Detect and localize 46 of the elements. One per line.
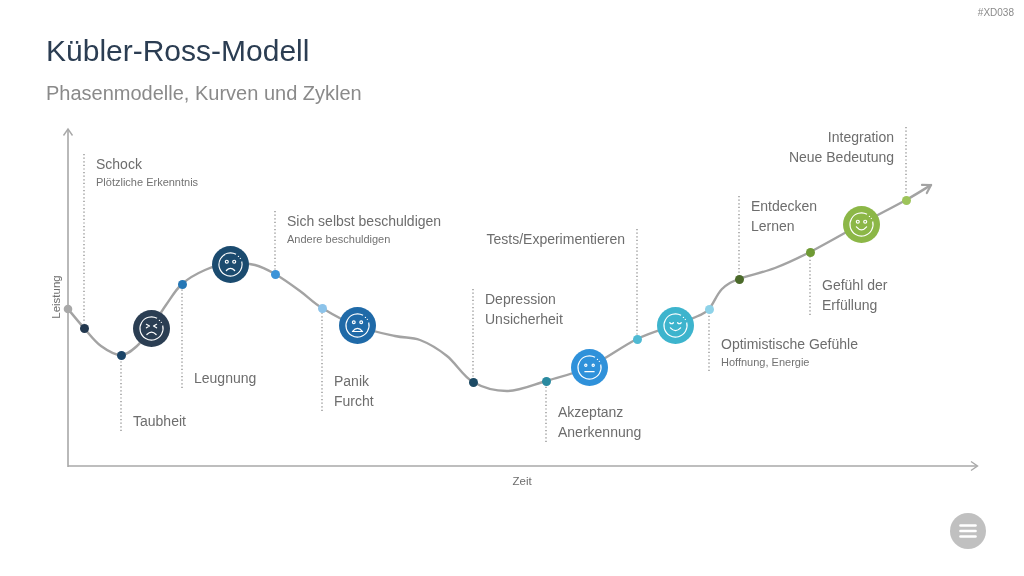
phase-label: Sich selbst beschuldigen (287, 212, 442, 231)
title: Kübler-Ross-Modell (46, 33, 310, 69)
phase-label: Depression (485, 290, 556, 309)
phase-label: Integration (827, 128, 894, 147)
leader-line (321, 311, 323, 412)
phase-label: Anerkennung (558, 423, 642, 442)
leader-line (545, 384, 547, 443)
phase-label: Panik (334, 372, 370, 391)
curve-point-icon (317, 303, 327, 313)
phase-label: Tests/Experimentieren (486, 230, 625, 249)
curve-point-icon (734, 274, 744, 284)
curve-point-icon (270, 269, 280, 279)
curve-point-icon (468, 377, 478, 387)
curve-point-icon (541, 376, 551, 386)
phase-label: Lernen (751, 217, 795, 236)
phase-label: Gefühl der Erfüllung (822, 276, 889, 315)
leader-line (83, 153, 85, 325)
phase-sublabel: Hoffnung, Energie (721, 355, 810, 370)
leader-line (274, 210, 276, 271)
curve-point-icon (116, 350, 126, 360)
leader-line (738, 195, 740, 276)
slide-code: #XD038 (977, 7, 1014, 19)
axis-label: Zeit (512, 474, 532, 488)
leader-line (472, 288, 474, 379)
phase-sublabel: Plötzliche Erkenntnis (96, 175, 199, 190)
curve-point-icon (79, 323, 89, 333)
phase-label: Furcht (334, 392, 374, 411)
curve-point-icon (177, 279, 187, 289)
phase-label: Unsicherheit (485, 310, 563, 329)
curve-point-icon (704, 304, 714, 314)
axis-label: Leistung (48, 275, 63, 319)
leader-line (636, 228, 638, 336)
phase-label: Optimistische Gefühle (721, 335, 858, 354)
curve-point-icon (632, 334, 642, 344)
subtitle: Phasenmodelle, Kurven und Zyklen (46, 81, 362, 105)
phase-label: Schock (96, 155, 142, 174)
phase-label: Entdecken (751, 197, 818, 216)
curve-point-icon (901, 195, 911, 205)
leader-line (181, 287, 183, 389)
phase-sublabel: Andere beschuldigen (287, 232, 391, 247)
phase-label: Akzeptanz (558, 403, 624, 422)
phase-label: Neue Bedeutung (788, 148, 894, 167)
curve-point-icon (805, 247, 815, 257)
leader-line (120, 358, 122, 432)
phase-label: Leugnung (194, 369, 257, 388)
phase-label: Taubheit (133, 412, 186, 431)
